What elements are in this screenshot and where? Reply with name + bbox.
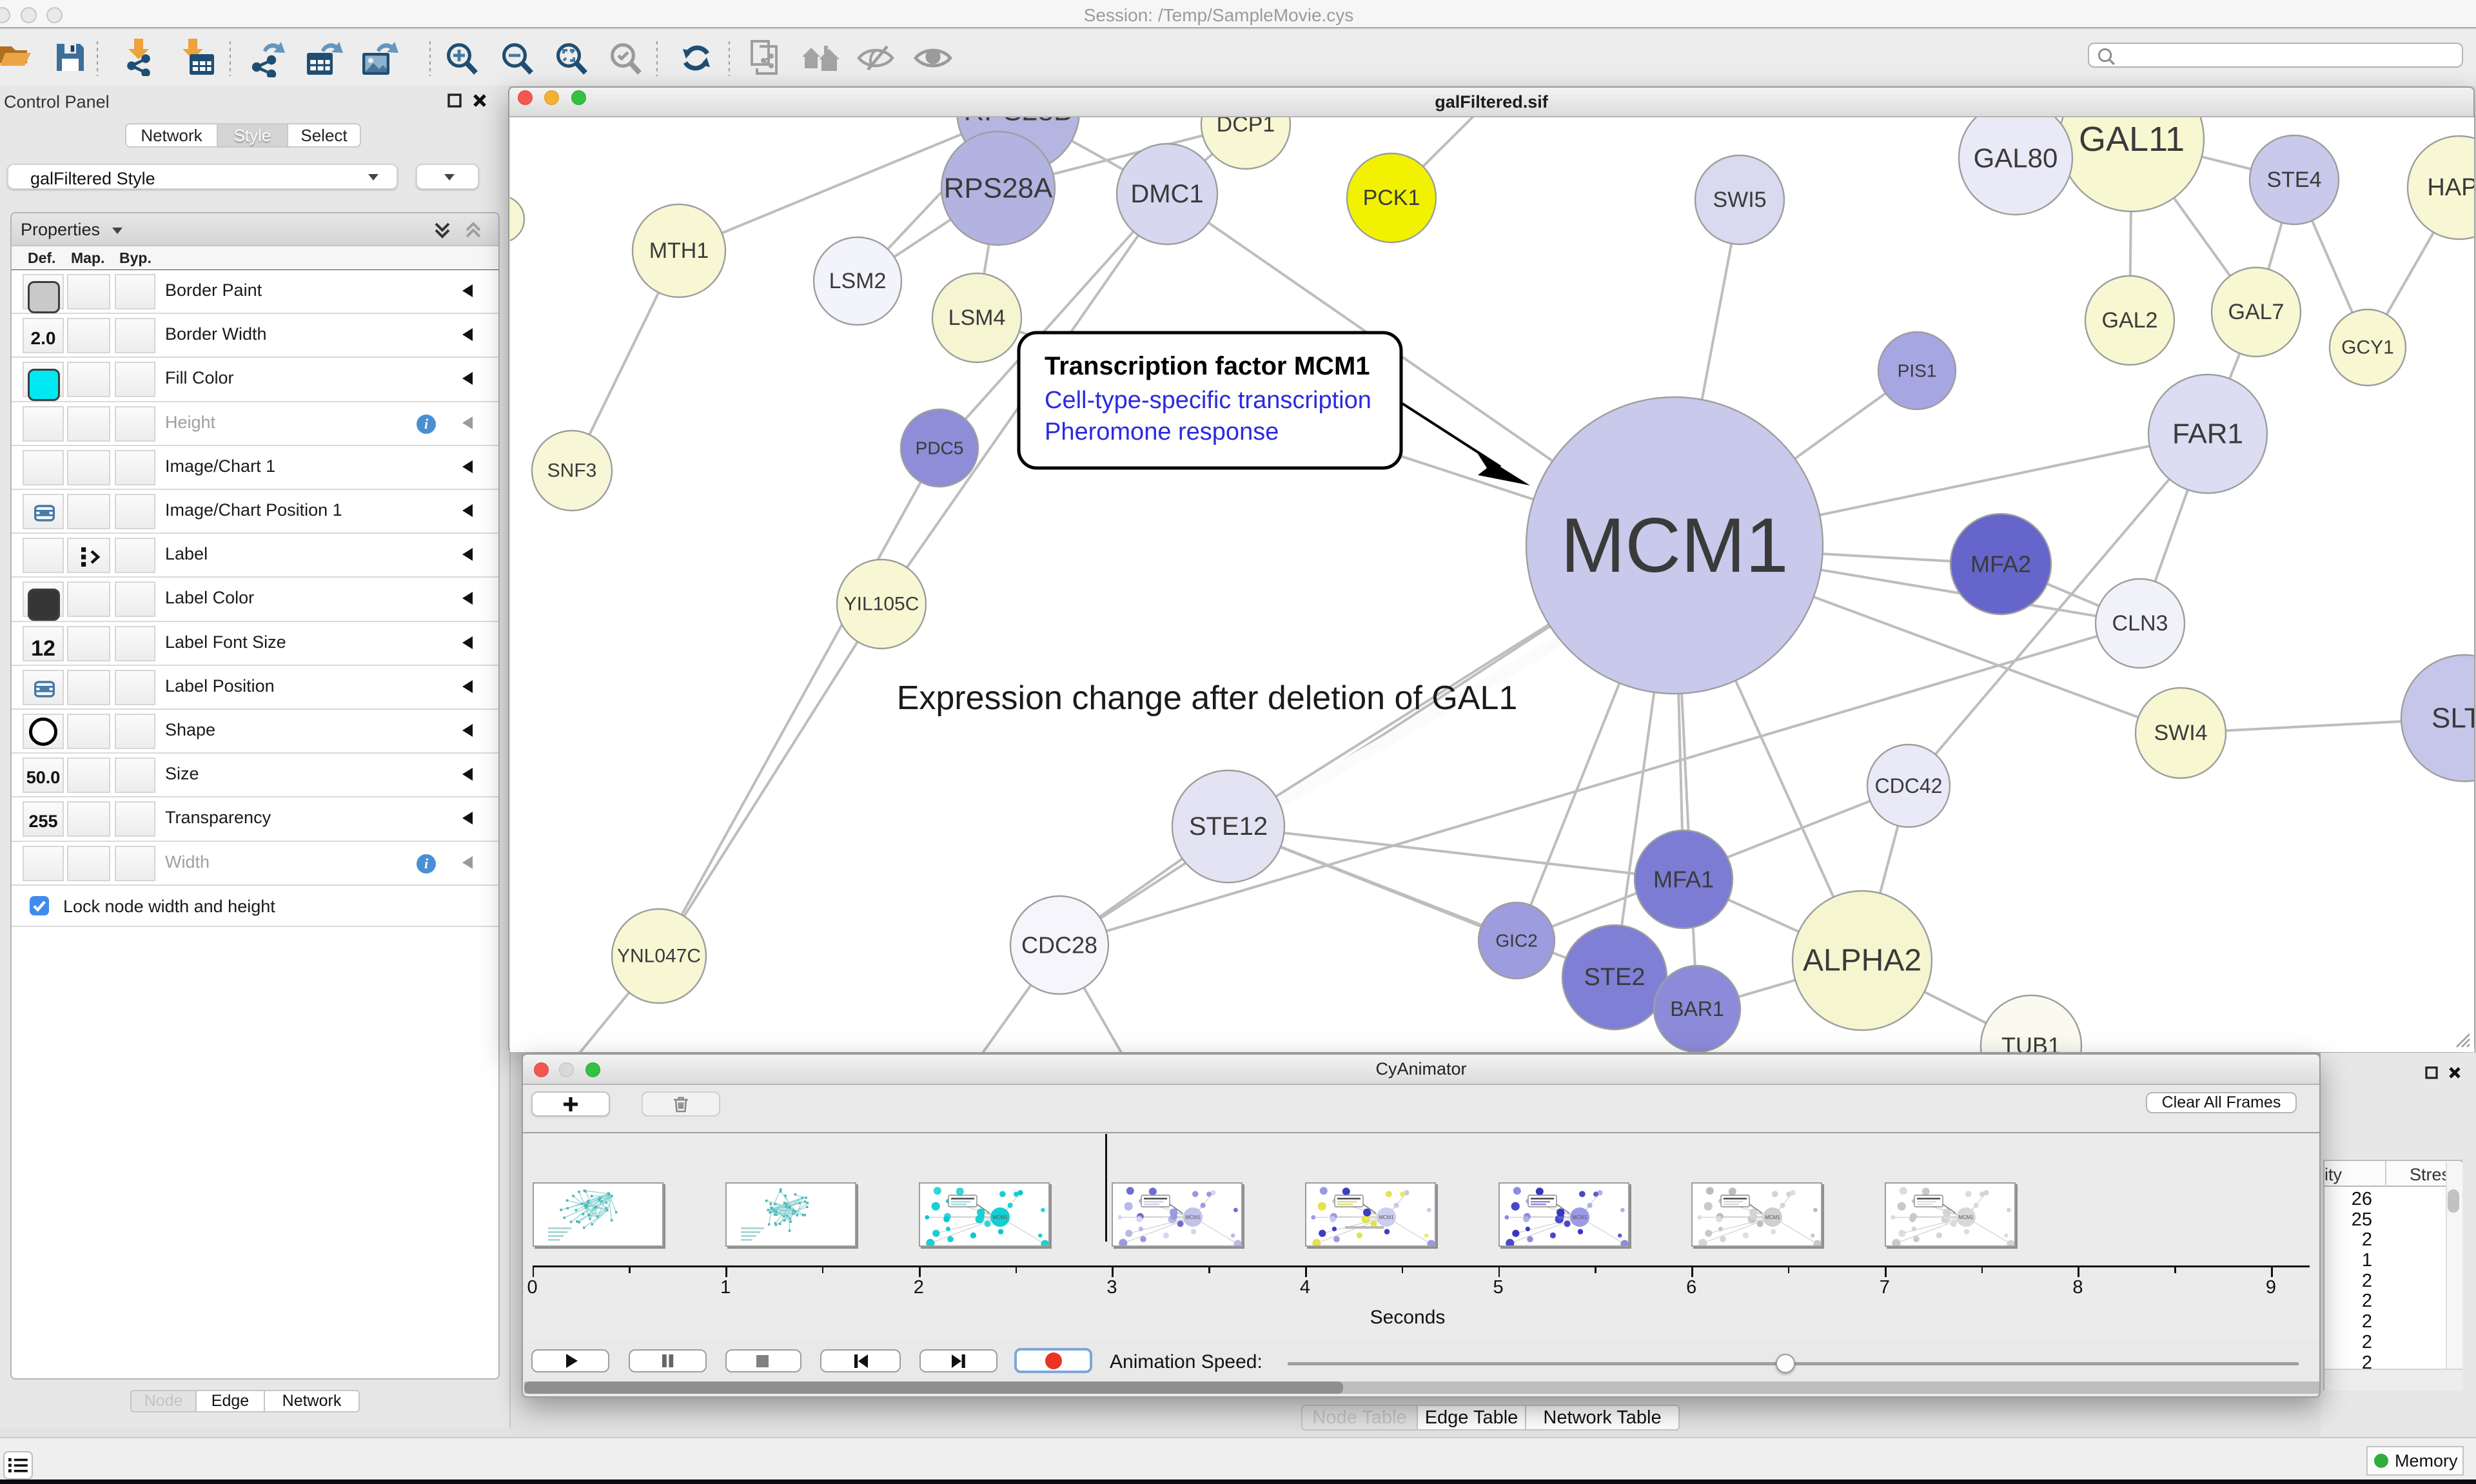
svg-text:STE2: STE2 [1584,964,1645,991]
svg-text:MCM1: MCM1 [1765,1215,1780,1220]
svg-text:PCK1: PCK1 [1363,186,1420,210]
svg-text:STE4: STE4 [2266,168,2321,192]
svg-text:MFA1: MFA1 [1653,866,1714,893]
svg-text:HAP2: HAP2 [2427,174,2474,201]
svg-text:CDC42: CDC42 [1875,774,1943,797]
svg-text:Transcription factor MCM1: Transcription factor MCM1 [1045,352,1370,380]
svg-text:MCM1: MCM1 [1572,1215,1587,1220]
svg-text:GAL80: GAL80 [1974,143,2058,173]
svg-text:SLT2: SLT2 [2432,703,2474,734]
svg-text:MFA2: MFA2 [1970,551,2031,578]
svg-text:YNL047C: YNL047C [617,946,701,967]
svg-text:CLN3: CLN3 [2112,611,2168,636]
svg-text:GAL7: GAL7 [2228,300,2284,324]
svg-text:TUB1: TUB1 [2001,1033,2061,1053]
svg-text:MCM1: MCM1 [1958,1215,1974,1220]
svg-text:DCP1: DCP1 [1217,117,1275,137]
svg-text:RPS28A: RPS28A [944,173,1053,204]
svg-text:DMC1: DMC1 [1130,180,1203,208]
svg-text:STE12: STE12 [1189,812,1268,841]
svg-text:PIS1: PIS1 [1898,361,1937,381]
svg-text:LSM2: LSM2 [829,269,887,293]
svg-text:ALPHA2: ALPHA2 [1803,944,1921,978]
svg-text:BAR1: BAR1 [1670,997,1724,1020]
svg-text:SNF3: SNF3 [547,460,597,482]
svg-text:RPS28B: RPS28B [964,117,1073,127]
svg-text:SWI5: SWI5 [1713,188,1766,212]
svg-text:CDC28: CDC28 [1021,932,1097,959]
svg-text:GAL11: GAL11 [2079,120,2185,159]
svg-text:MCM1: MCM1 [1379,1215,1394,1220]
svg-text:GIC2: GIC2 [1495,931,1537,951]
svg-text:GCY1: GCY1 [2341,337,2394,358]
svg-text:Expression change after deleti: Expression change after deletion of GAL1 [897,679,1518,717]
svg-text:MCM1: MCM1 [1186,1215,1201,1220]
svg-text:Pheromone response: Pheromone response [1045,418,1279,445]
svg-text:MCM1: MCM1 [1560,502,1788,589]
svg-text:MCM1: MCM1 [992,1215,1008,1220]
svg-text:LSM4: LSM4 [948,306,1006,330]
svg-text:MTH1: MTH1 [649,239,709,263]
svg-text:FAR1: FAR1 [2172,418,2243,450]
svg-text:GAL2: GAL2 [2102,308,2158,333]
svg-text:Cell-type-specific transcripti: Cell-type-specific transcription [1045,387,1371,414]
svg-text:SWI4: SWI4 [2154,721,2207,745]
svg-text:PDC5: PDC5 [916,438,964,458]
svg-text:YIL105C: YIL105C [844,594,919,615]
